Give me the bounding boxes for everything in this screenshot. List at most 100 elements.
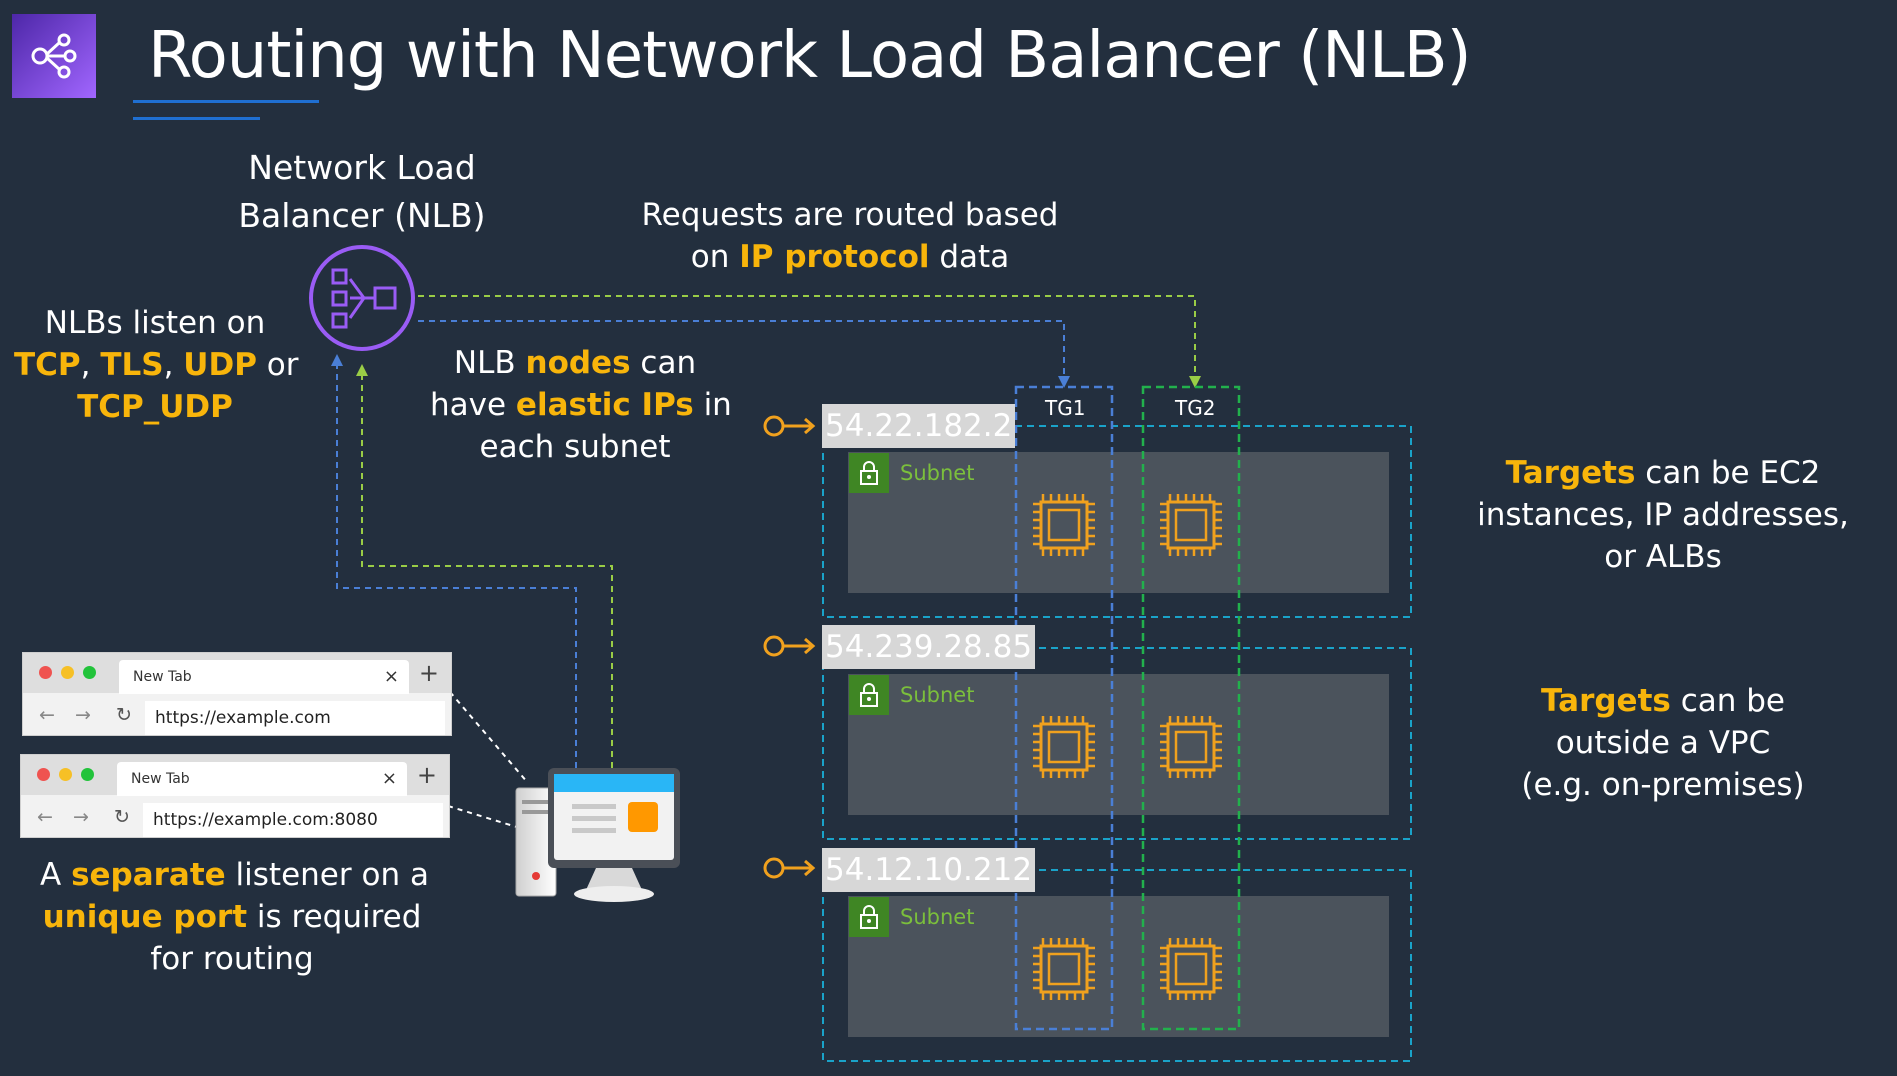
targets-note-line: or ALBs [1604,539,1722,575]
text: data [929,239,1010,275]
listen-note-line: NLBs listen on [44,305,266,341]
highlight: nodes [525,345,631,381]
subnet-band-2 [848,674,1389,815]
targets-note-line: (e.g. on-premises) [1521,767,1805,803]
targets-note-ec2: Targets can be EC2 instances, IP address… [1470,452,1856,578]
close-tab-icon[interactable]: × [381,768,397,789]
listener-note: A separate listener on a unique port is … [40,854,429,980]
text: listener on a [225,857,429,893]
highlight: UDP [183,347,257,383]
title-underline [133,100,319,103]
ec2-chip-icon [1156,490,1226,564]
elastic-ip-icon [762,632,818,664]
highlight: Targets [1505,455,1636,491]
page-title: Routing with Network Load Balancer (NLB) [148,19,1472,93]
back-arrow-icon[interactable]: ← [39,704,55,726]
elastic-ip-icon [762,854,818,886]
subnet-band-1 [848,452,1389,593]
lock-icon [849,897,889,937]
elastic-ip-address: 54.239.28.85 [822,625,1036,669]
lock-icon [849,453,889,493]
address-bar[interactable]: https://example.com [145,701,445,735]
browser-window: New Tab × + ← → ↻ https://example.com:808… [20,754,450,838]
highlight: TCP_UDP [77,389,233,425]
highlight: Targets [1541,683,1671,719]
highlight: unique port [42,899,248,935]
forward-arrow-icon[interactable]: → [73,806,89,828]
lock-icon [849,675,889,715]
reload-icon[interactable]: ↻ [116,704,132,726]
text: can [630,345,697,381]
nodes-note: NLB nodes can have elastic IPs in each s… [430,342,732,468]
listener-note-line: A separate listener on a [40,854,429,896]
targets-note-line: Targets can be EC2 [1470,452,1856,494]
highlight: separate [71,857,226,893]
browser-window: New Tab × + ← → ↻ https://example.com [22,652,452,736]
close-dot[interactable] [39,666,52,679]
text: can be EC2 [1635,455,1821,491]
routing-note-line: on IP protocol data [640,236,1060,278]
subnet-band-3 [848,896,1389,1037]
targets-note-line: instances, IP addresses, [1477,497,1849,533]
nodes-note-line: NLB nodes can [430,342,720,384]
browser-tab[interactable]: New Tab × [117,762,407,796]
highlight: TCP [14,347,81,383]
highlight: TLS [100,347,164,383]
minimize-dot[interactable] [59,768,72,781]
tg2-label: TG2 [1175,396,1216,420]
browser-tab-bar: New Tab × + [23,653,451,694]
nodes-note-line: each subnet [479,429,671,465]
listen-note-line: TCP_UDP [14,386,296,428]
highlight: elastic IPs [515,387,694,423]
subnet-label: Subnet [900,905,975,929]
new-tab-icon[interactable]: + [418,659,439,687]
browser-tab[interactable]: New Tab × [119,660,409,694]
client-computer-icon [514,766,684,910]
targets-note-line: Targets can be [1470,680,1856,722]
ec2-chip-icon [1156,934,1226,1008]
text: NLB [453,345,526,381]
nlb-label: Network Load Balancer (NLB) [236,144,488,240]
listen-note: NLBs listen on TCP, TLS, UDP or TCP_UDP [14,302,299,428]
back-arrow-icon[interactable]: ← [37,806,53,828]
text: can be [1670,683,1785,719]
close-dot[interactable] [37,768,50,781]
forward-arrow-icon[interactable]: → [75,704,91,726]
maximize-dot[interactable] [83,666,96,679]
ec2-chip-icon [1029,712,1099,786]
listener-note-line: for routing [150,941,314,977]
nlb-label-line: Network Load [248,148,476,187]
app-integration-icon [12,14,96,98]
address-bar[interactable]: https://example.com:8080 [143,803,443,837]
text: is required [247,899,422,935]
text: A [40,857,72,893]
elastic-ip-address: 54.12.10.212 [822,848,1036,892]
new-tab-icon[interactable]: + [416,761,437,789]
listener-note-line: unique port is required [40,896,424,938]
elastic-ip-icon [762,412,818,444]
routing-note-line: Requests are routed based [641,197,1059,233]
tab-title: New Tab [131,771,190,787]
maximize-dot[interactable] [81,768,94,781]
text: or [256,347,299,383]
text: in [693,387,732,423]
tg1-label: TG1 [1045,396,1086,420]
ec2-chip-icon [1156,712,1226,786]
text: on [690,239,740,275]
close-tab-icon[interactable]: × [383,666,399,687]
ec2-chip-icon [1029,490,1099,564]
subnet-label: Subnet [900,683,975,707]
text: have [430,387,516,423]
targets-note-line: outside a VPC [1555,725,1771,761]
tab-title: New Tab [133,669,192,685]
title-underline-short [133,117,260,120]
minimize-dot[interactable] [61,666,74,679]
targets-note-vpc: Targets can be outside a VPC (e.g. on-pr… [1470,680,1856,806]
reload-icon[interactable]: ↻ [114,806,130,828]
nlb-icon [306,242,418,358]
routing-note: Requests are routed based on IP protocol… [640,194,1060,278]
text: , [80,347,101,383]
nodes-note-line: have elastic IPs in [430,384,732,426]
